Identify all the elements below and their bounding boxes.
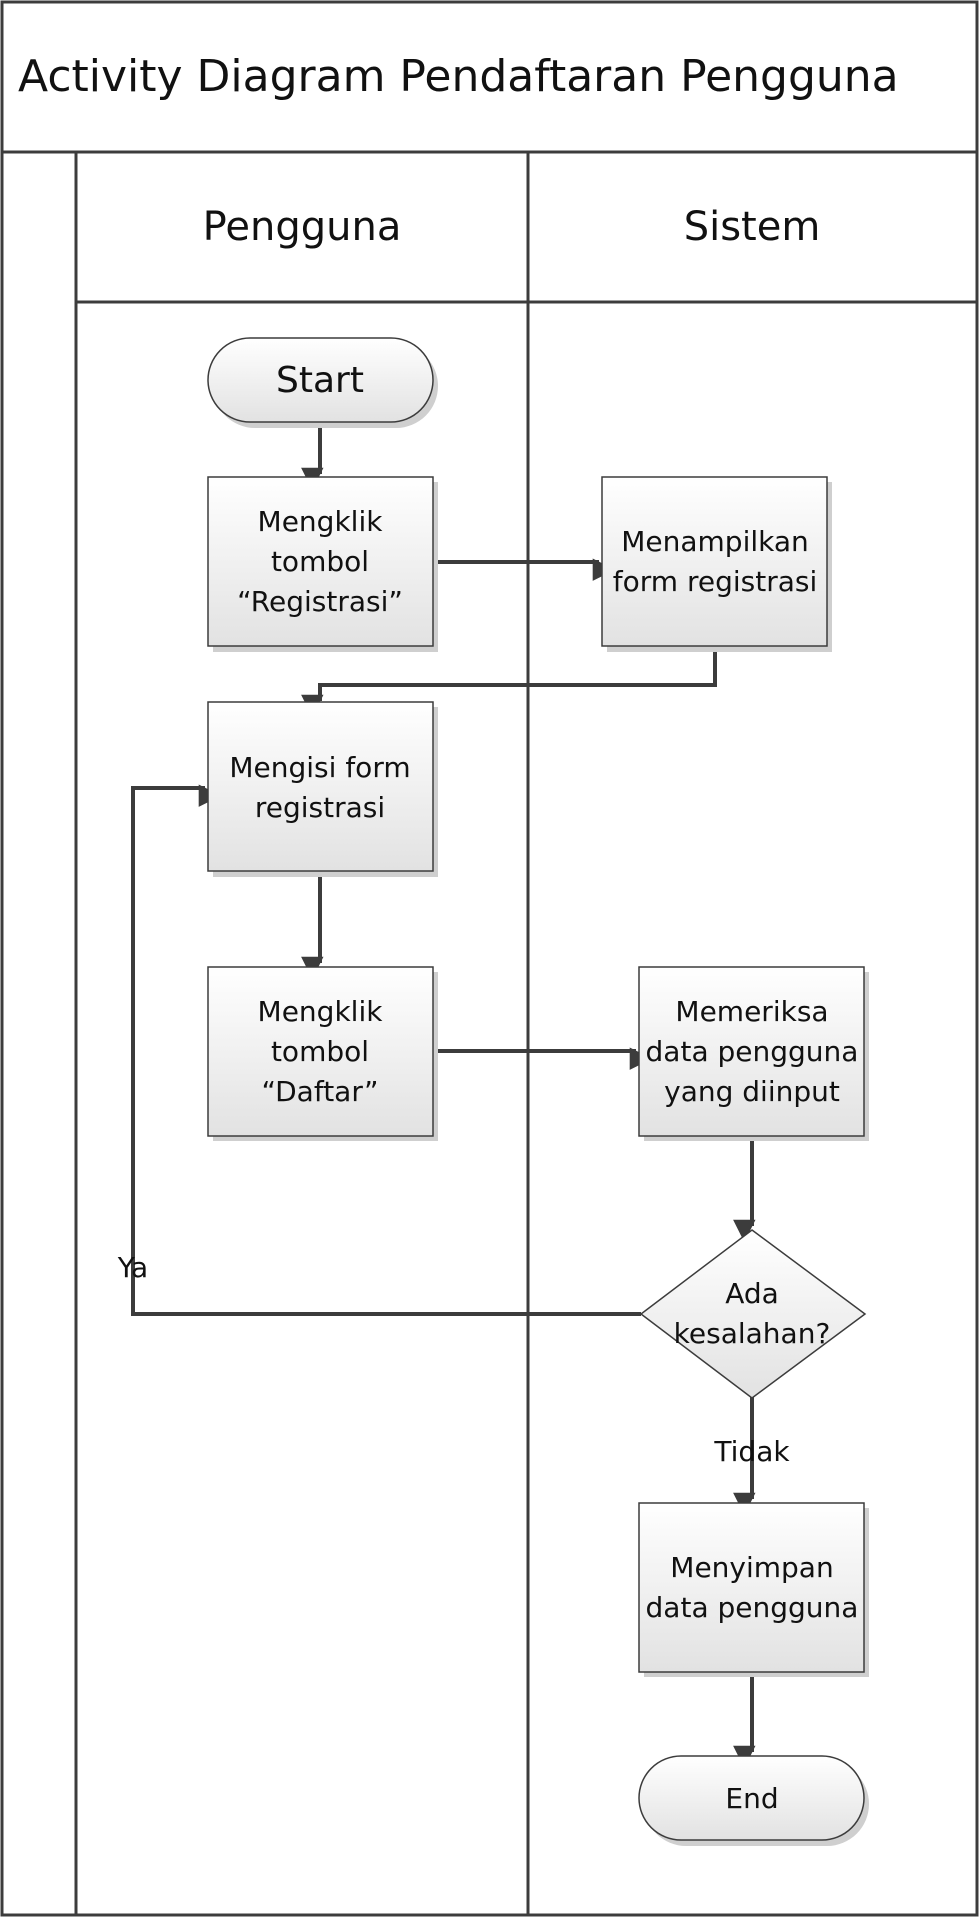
node-keputusan: Ada kesalahan? [639, 1229, 867, 1399]
node-periksa-data-line-1: Memeriksa [675, 995, 828, 1028]
lane-body-sistem [526, 300, 979, 1917]
edge-label-ya: Ya [117, 1251, 148, 1284]
node-periksa-data: Memeriksa data pengguna yang diinput [638, 966, 869, 1141]
node-isi-form-line-2: registrasi [255, 791, 385, 824]
node-klik-daftar: Mengklik tombol “Daftar” [207, 966, 438, 1141]
node-klik-daftar-line-3: “Daftar” [261, 1075, 378, 1108]
node-klik-registrasi-line-2: tombol [271, 545, 369, 578]
node-klik-daftar-line-2: tombol [271, 1035, 369, 1068]
node-end-label: End [725, 1782, 778, 1815]
diagram-title: Activity Diagram Pendaftaran Pengguna [18, 51, 899, 102]
pool-side-strip [0, 150, 78, 1917]
node-periksa-data-line-3: yang diinput [664, 1075, 840, 1108]
lane-title-pengguna: Pengguna [203, 204, 402, 250]
node-tampil-form-line-1: Menampilkan [621, 525, 809, 558]
node-simpan-data-line-1: Menyimpan [670, 1551, 833, 1584]
node-isi-form-line-1: Mengisi form [229, 751, 410, 784]
decision-diamond [639, 1229, 867, 1399]
node-tampil-form-line-2: form registrasi [613, 565, 817, 598]
edges [131, 422, 756, 1769]
node-klik-registrasi-line-1: Mengklik [258, 505, 384, 538]
lane-title-sistem: Sistem [684, 204, 821, 250]
edge-tampil-form-to-isi-form [301, 646, 717, 718]
node-start-label: Start [276, 360, 364, 401]
node-tampil-form: Menampilkan form registrasi [601, 476, 832, 652]
edge-keputusan-ya-to-isi-form [131, 784, 641, 1316]
node-keputusan-line-1: Ada [725, 1277, 779, 1310]
node-isi-form: Mengisi form registrasi [207, 701, 438, 877]
node-klik-registrasi-line-3: “Registrasi” [237, 585, 403, 618]
edge-label-tidak: Tidak [713, 1435, 790, 1468]
node-klik-daftar-line-1: Mengklik [258, 995, 384, 1028]
node-start: Start [207, 337, 438, 428]
node-simpan-data: Menyimpan data pengguna [638, 1502, 869, 1677]
node-keputusan-line-2: kesalahan? [674, 1317, 831, 1350]
node-klik-registrasi: Mengklik tombol “Registrasi” [207, 476, 438, 652]
node-periksa-data-line-2: data pengguna [646, 1035, 859, 1068]
node-simpan-data-line-2: data pengguna [646, 1591, 859, 1624]
node-end: End [638, 1755, 869, 1846]
